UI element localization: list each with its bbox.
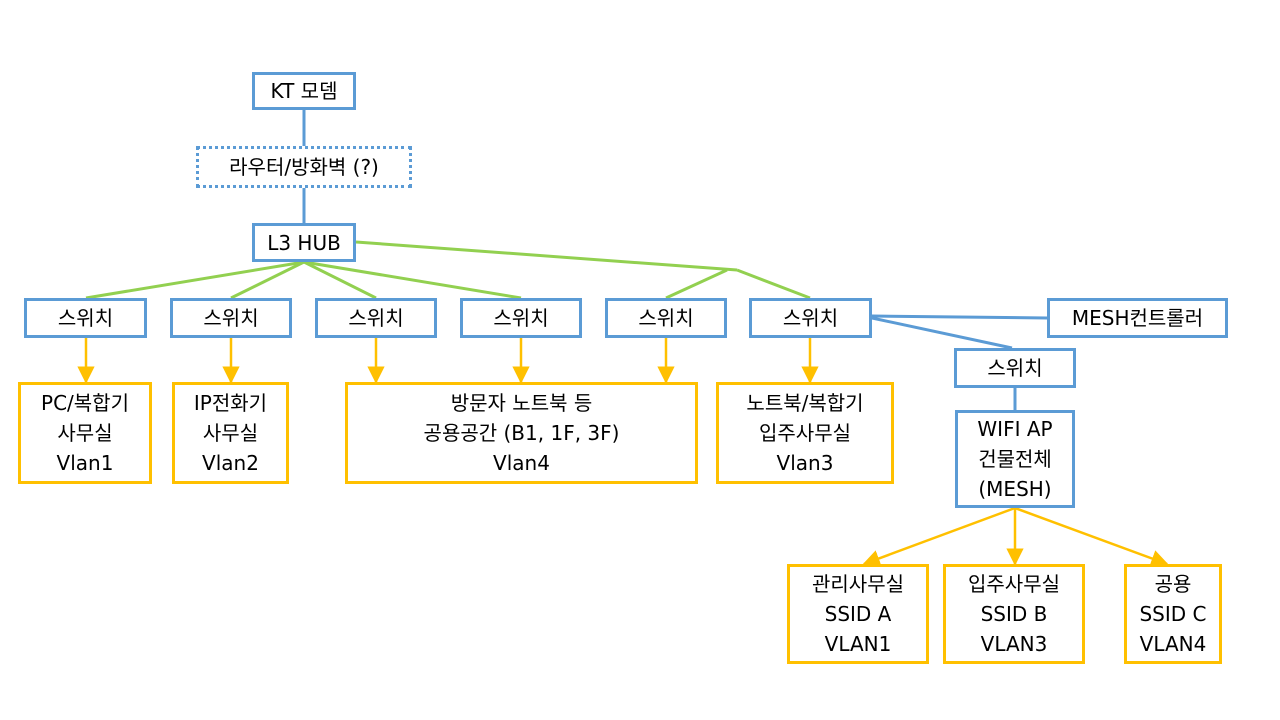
tenant-box: 노트북/복합기 입주사무실 Vlan3	[716, 382, 894, 484]
ssid-admin-box: 관리사무실 SSID A VLAN1	[787, 564, 929, 664]
wifi-ap-line2: 건물전체	[978, 447, 1052, 471]
switch-4-label: 스위치	[493, 306, 549, 330]
switch-2: 스위치	[170, 298, 292, 338]
arrow-ap-ssid-admin	[862, 506, 1016, 567]
ssid-admin-line3: VLAN1	[824, 632, 892, 656]
switch-1: 스위치	[24, 298, 147, 338]
link-branch-switch5	[665, 268, 728, 300]
router-firewall-box: 라우터/방화벽 (?)	[196, 146, 412, 188]
mesh-controller-box: MESH컨트롤러	[1047, 298, 1228, 338]
tenant-line3: Vlan3	[776, 451, 834, 475]
pc-office-line3: Vlan1	[56, 451, 114, 475]
ip-phone-box: IP전화기 사무실 Vlan2	[172, 382, 289, 484]
link-l3hub-switch3	[303, 260, 377, 300]
ssid-public-box: 공용 SSID C VLAN4	[1124, 564, 1222, 664]
visitor-line2: 공용공간 (B1, 1F, 3F)	[423, 421, 620, 445]
switch-5: 스위치	[605, 298, 727, 338]
tenant-line1: 노트북/복합기	[746, 391, 864, 415]
visitor-box: 방문자 노트북 등 공용공간 (B1, 1F, 3F) Vlan4	[345, 382, 698, 484]
pc-office-line1: PC/복합기	[41, 391, 129, 415]
ip-phone-line2: 사무실	[202, 421, 259, 445]
ssid-admin-line1: 관리사무실	[812, 572, 904, 596]
switch-6-label: 스위치	[782, 306, 839, 330]
pc-office-line2: 사무실	[57, 421, 113, 445]
link-l3hub-switch1	[85, 260, 305, 300]
tenant-line2: 입주사무실	[759, 421, 851, 445]
kt-modem-box: KT 모뎀	[252, 72, 356, 110]
ssid-admin-line2: SSID A	[824, 602, 892, 626]
switch-4: 스위치	[460, 298, 582, 338]
switch-6: 스위치	[749, 298, 872, 338]
ip-phone-line3: Vlan2	[202, 451, 259, 475]
ssid-public-line3: VLAN4	[1139, 632, 1207, 656]
ssid-tenant-line1: 입주사무실	[968, 572, 1060, 596]
ip-phone-line1: IP전화기	[193, 391, 268, 415]
link-l3hub-switch4	[303, 260, 522, 300]
link-switch6-switch7	[871, 316, 1013, 350]
link-switch6-mesh-controller	[871, 314, 1048, 320]
pc-office-box: PC/복합기 사무실 Vlan1	[18, 382, 152, 484]
ssid-public-line2: SSID C	[1139, 602, 1207, 626]
ssid-tenant-box: 입주사무실 SSID B VLAN3	[943, 564, 1085, 664]
router-firewall-label: 라우터/방화벽 (?)	[229, 155, 379, 179]
arrow-ap-ssid-public	[1014, 506, 1169, 567]
ssid-public-line1: 공용	[1154, 572, 1192, 596]
link-l3hub-branch	[355, 240, 738, 272]
l3-hub-label: L3 HUB	[267, 230, 341, 255]
mesh-controller-label: MESH컨트롤러	[1071, 306, 1204, 330]
wifi-ap-line1: WIFI AP	[977, 417, 1053, 441]
wifi-ap-line3: (MESH)	[978, 477, 1052, 501]
switch-5-label: 스위치	[638, 306, 694, 330]
switch-7-label: 스위치	[987, 356, 1043, 380]
ssid-tenant-line2: SSID B	[980, 602, 1048, 626]
switch-1-label: 스위치	[57, 306, 114, 330]
kt-modem-label: KT 모뎀	[270, 79, 338, 103]
switch-3: 스위치	[315, 298, 437, 338]
l3-hub-box: L3 HUB	[252, 223, 356, 262]
link-branch-switch6	[736, 268, 811, 300]
switch-2-label: 스위치	[203, 306, 259, 330]
link-l3hub-switch2	[230, 260, 305, 300]
visitor-line1: 방문자 노트북 등	[450, 391, 593, 415]
ssid-tenant-line3: VLAN3	[980, 632, 1048, 656]
switch-7: 스위치	[954, 348, 1076, 388]
switch-3-label: 스위치	[348, 306, 404, 330]
wifi-ap-box: WIFI AP 건물전체 (MESH)	[955, 410, 1075, 508]
visitor-line3: Vlan4	[493, 451, 550, 475]
